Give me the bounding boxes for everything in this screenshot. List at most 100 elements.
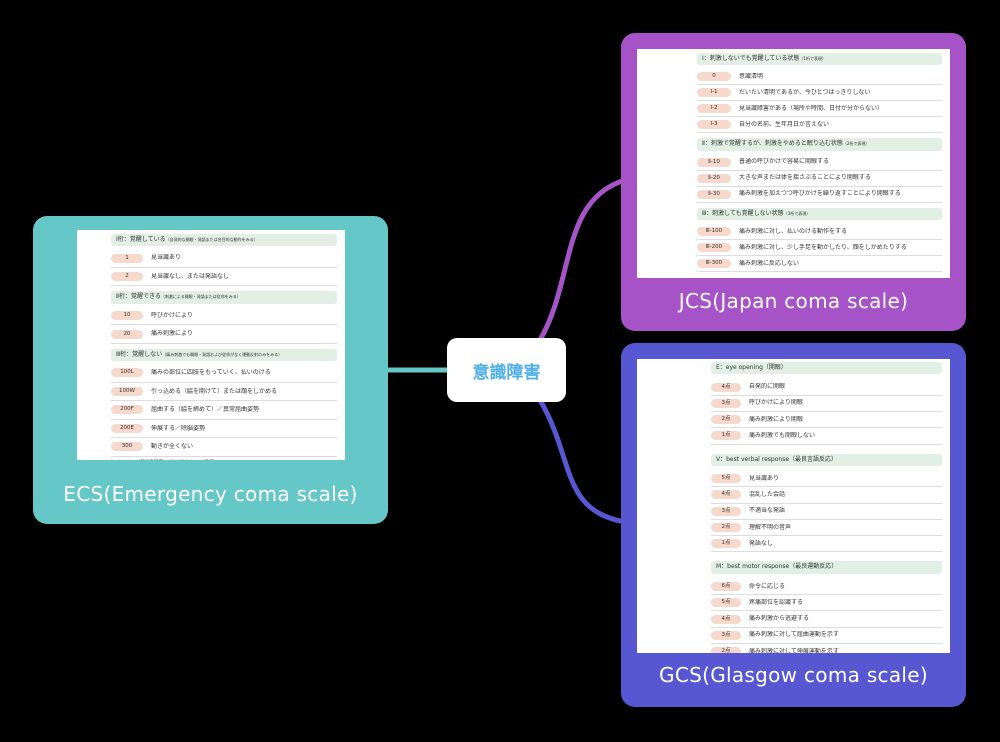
ecs-section-note: （自発的な開眼・発語または合目的な動作をみる） [165, 237, 258, 242]
gcs-row-text: 見当識あり [749, 474, 780, 482]
gcs-score-pill: 5点 [711, 474, 741, 484]
gcs-score-pill: 2点 [711, 647, 741, 653]
gcs-row-text: 命令に応じる [749, 582, 786, 590]
jcs-table-row: Ⅲ-100 痛み刺激に対し、払いのける動作をする [697, 224, 942, 241]
ecs-table-row: 2 見当識なし、または発語なし [111, 268, 337, 287]
jcs-score-pill: Ⅱ-30 [697, 189, 731, 199]
ecs-table-row: 200E 伸展する／除脳姿勢 [111, 420, 337, 439]
gcs-score-pill: 4点 [711, 490, 741, 500]
gcs-row-text: 痛み刺激に対して屈曲運動を示す [749, 631, 839, 639]
jcs-score-pill: Ⅰ-3 [697, 120, 731, 130]
jcs-section-note: （1桁で表現） [799, 56, 826, 61]
ecs-section-title: Ⅲ桁：覚醒しない [116, 350, 163, 358]
gcs-table-row: 5点見当識あり [711, 471, 942, 488]
jcs-section-header: Ⅱ：刺激で覚醒するが、刺激をやめると眠り込む状態（2桁で表現） [697, 138, 942, 151]
jcs-row-text: 痛み刺激を加えつつ呼びかけを繰り返すことにより開眼する [739, 190, 901, 198]
jcs-score-pill: Ⅰ-1 [697, 88, 731, 98]
ecs-row-text: 見当識あり [151, 254, 182, 262]
jcs-section-note: （2桁で表現） [842, 141, 870, 147]
ecs-row-text: 動きが全くない [151, 443, 194, 451]
gcs-table-row: 6点命令に応じる [711, 579, 942, 596]
gcs-section-title: E：eye opening（開眼） [716, 364, 787, 371]
ecs-score-pill: 200E [111, 423, 143, 433]
ecs-section-title: Ⅱ桁：覚醒できる [116, 293, 161, 301]
ecs-row-text: 呼びかけにより [151, 311, 193, 319]
gcs-table-row: 4点自発的に開眼 [711, 379, 942, 396]
jcs-row-text: 痛み刺激に反応しない [739, 259, 800, 267]
gcs-row-text: 理解不明の音声 [749, 523, 792, 531]
ecs-row-text: 伸展する／除脳姿勢 [151, 424, 206, 432]
ecs-section-note: （痛み刺激でも開眼・発語および従命がなく運動反射のみをみる） [162, 351, 283, 357]
gcs-row-text: 痛み刺激に対して伸展運動を示す [749, 647, 839, 653]
ecs-row-text: 見当識なし、または発語なし [151, 272, 230, 280]
jcs-score-pill: Ⅱ-10 [697, 157, 731, 167]
ecs-row-text: 屈曲する（脇を締めて）／異常屈曲姿勢 [151, 406, 260, 414]
gcs-score-pill: 5点 [711, 598, 741, 608]
jcs-row-text: 自分の名前、生年月日が言えない [739, 120, 830, 128]
gcs-table-row: 1点痛み刺激でも開眼しない [711, 428, 942, 445]
gcs-section-header: M：best motor response（最良運動反応） [711, 561, 942, 574]
gcs-section-header: V：best verbal response（最良言語反応） [711, 453, 942, 466]
jcs-row-text: 痛み刺激に対し、払いのける動作をする [739, 227, 848, 235]
ecs-table-row: 10 呼びかけにより [111, 307, 337, 326]
jcs-score-pill: Ⅲ-300 [697, 259, 731, 269]
jcs-row-text: だいたい清明であるが、今ひとつはっきりしない [739, 88, 871, 96]
ecs-score-pill: 10 [111, 311, 143, 321]
gcs-table-row: 1点発語なし [711, 536, 942, 553]
ecs-score-pill: 300 [111, 442, 143, 452]
jcs-table-row: Ⅱ-30 痛み刺激を加えつつ呼びかけを繰り返すことにより開眼する [697, 187, 942, 203]
gcs-score-pill: 3点 [711, 506, 741, 516]
gcs-score-pill: 3点 [711, 630, 741, 640]
ecs-row-text: 引っ込める（脇を開けて）または顔をしかめる [151, 387, 278, 395]
gcs-row-text: 疼痛部位を認識する [749, 598, 804, 606]
ecs-row-text: 痛み刺激により [151, 330, 193, 338]
jcs-section-title: Ⅱ：刺激で覚醒するが、刺激をやめると眠り込む状態 [702, 140, 843, 148]
ecs-section-note: （刺激による開眼・発語または従命をみる） [160, 294, 241, 300]
gcs-score-pill: 1点 [711, 431, 741, 441]
ecs-section-title: Ⅰ桁：覚醒している [116, 236, 166, 243]
ecs-table-row: 300 動きが全くない [111, 438, 337, 457]
ecs-score-pill: 2 [111, 272, 143, 282]
gcs-score-pill: 2点 [711, 415, 741, 425]
gcs-table-row: 3点痛み刺激に対して屈曲運動を示す [711, 628, 942, 645]
gcs-table-row: 4点混乱した会話 [711, 487, 942, 504]
gcs-score-pill: 2点 [711, 523, 741, 532]
gcs-row-text: 痛み刺激から逃避する [749, 615, 810, 623]
gcs-score-pill: 4点 [711, 614, 741, 624]
jcs-section-title: Ⅰ：刺激しないでも覚醒している状態 [702, 55, 800, 62]
jcs-section-title: Ⅲ：刺激しても覚醒しない状態 [702, 209, 784, 217]
ecs-row-text: 痛みの部位に四肢をもっていく、払いのける [151, 369, 271, 377]
gcs-row-text: 不適当な発語 [749, 507, 786, 515]
gcs-table-row: 2点痛み刺激により開眼 [711, 412, 942, 429]
center-node[interactable]: 意識障害 [447, 338, 566, 402]
jcs-row-text: 見当識障害がある（場所や時間、日付が分からない） [739, 104, 884, 112]
jcs-row-text: 痛み刺激に対し、少し手足を動かしたり、顔をしかめたりする [739, 243, 907, 251]
jcs-section-header: Ⅲ：刺激しても覚醒しない状態（3桁で表現） [697, 207, 942, 221]
gcs-table-row: 3点呼びかけにより開眼 [711, 396, 942, 412]
jcs-score-pill: Ⅲ-100 [697, 227, 731, 237]
gcs-table-row: 5点疼痛部位を認識する [711, 595, 942, 612]
ecs-section-header: Ⅱ桁：覚醒できる（刺激による開眼・発語または従命をみる） [111, 291, 337, 304]
gcs-row-text: 発語なし [749, 539, 774, 547]
gcs-title: GCS(Glasgow coma scale) [659, 663, 928, 687]
gcs-row-text: 自発的に開眼 [749, 383, 786, 391]
ecs-score-pill: 200F [111, 405, 143, 415]
jcs-score-pill: 0 [697, 72, 731, 82]
ecs-table-row: 200F 屈曲する（脇を締めて）／異常屈曲姿勢 [111, 401, 337, 420]
connector-gcs [537, 398, 626, 525]
gcs-table-row: 3点不適当な発語 [711, 504, 942, 520]
gcs-row-text: 痛み刺激により開眼 [749, 415, 803, 423]
